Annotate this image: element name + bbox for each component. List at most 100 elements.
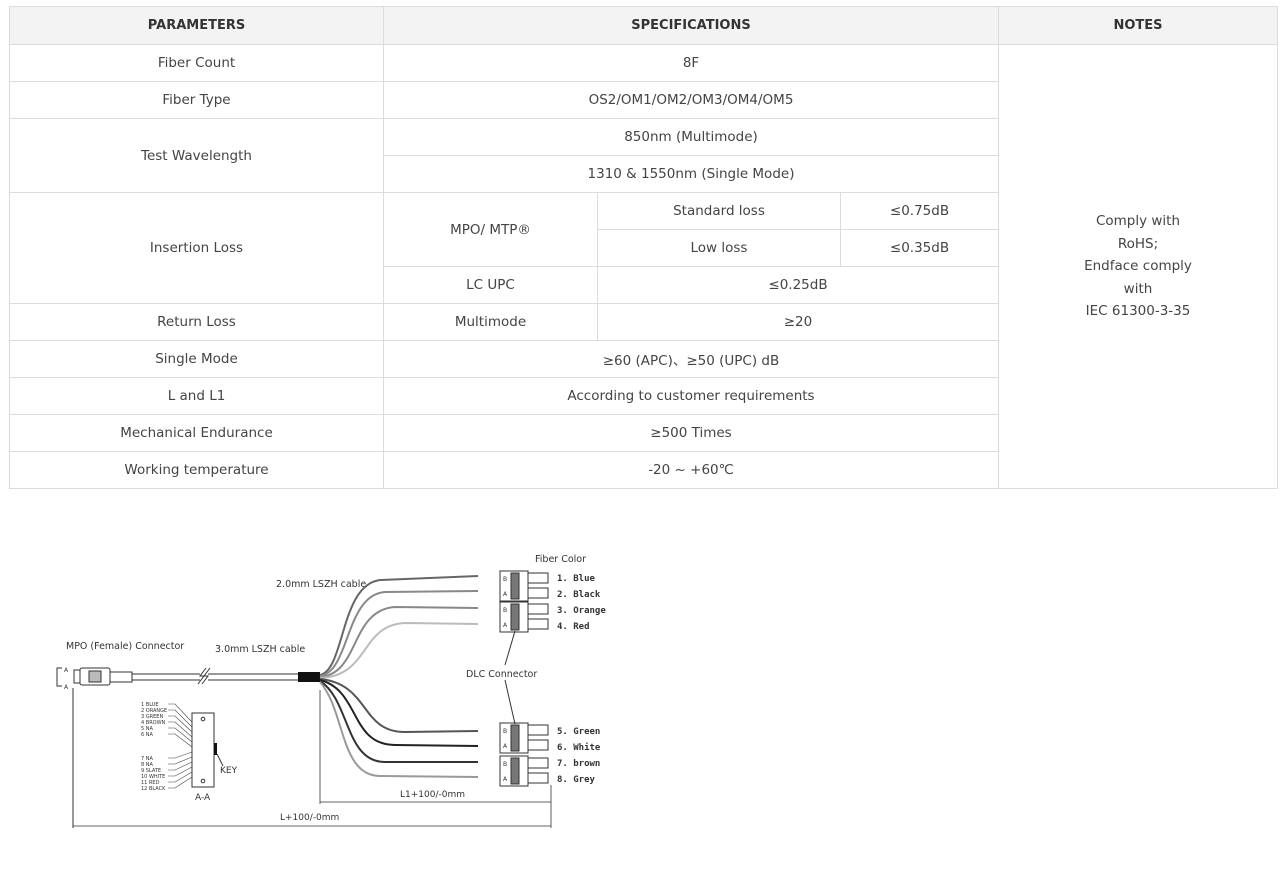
value-l-l1: According to customer requirements [383,377,999,415]
notes-cell: Comply with RoHS; Endface comply with IE… [998,44,1278,489]
param-fiber-count: Fiber Count [9,44,384,82]
table-row: L and L1 According to customer requireme… [9,377,1278,415]
dlc-connector-icon [499,601,549,633]
l1-dimension: L1+100/-0mm [400,790,465,800]
pinout-leader-line [168,721,193,738]
pinout-leader-line [168,766,193,777]
fiber-label: 7. brown [557,759,600,769]
param-single-mode: Single Mode [9,340,384,378]
table-row: Insertion Loss MPO/ MTP® Standard loss ≤… [9,192,1278,304]
note-line: IEC 61300-3-35 [1085,303,1191,320]
value-standard-loss: ≤0.75dB [840,192,999,230]
pinout-label: 9 SLATE [141,768,161,774]
port-b-label: B [503,761,507,768]
table-row: Low loss ≤0.35dB [10,229,1278,267]
pinout-leader-line [168,727,193,743]
table-row: Working temperature -20 ~ +60℃ [9,451,1278,489]
section-mark-bottom: A [64,684,69,691]
param-insertion-loss: Insertion Loss [9,192,384,304]
value-fiber-type: OS2/OM1/OM2/OM3/OM4/OM5 [383,81,999,119]
dlc-connector-icon [499,570,549,602]
pinout-leader-line [168,703,193,723]
pinout-leader-line [168,709,193,728]
pinout-leader-line [168,715,193,733]
value-wavelength-mm: 850nm (Multimode) [383,118,999,156]
fiber-label: 3. Orange [557,606,606,616]
cable-diagram: MPO (Female) Connector 3.0mm LSZH cable … [56,554,606,828]
dlc-connectors [499,570,549,787]
fiber-label: 4. Red [557,622,590,632]
pinout-label: 4 BROWN [141,720,166,726]
value-fiber-count: 8F [383,44,999,82]
param-test-wavelength: Test Wavelength [9,118,384,193]
cable-3mm-label: 3.0mm LSZH cable [215,644,305,655]
header-notes: NOTES [998,6,1278,45]
value-return-loss: ≥20 [597,303,999,341]
pinout-leader-line [168,751,193,759]
fiber-color-title: Fiber Color [535,554,586,565]
header-parameters: PARAMETERS [9,6,384,45]
value-working-temp: -20 ~ +60℃ [383,451,999,489]
pinout-label: 2 ORANGE [141,708,167,714]
fiber-label: 1. Blue [557,574,596,584]
table-row: Mechanical Endurance ≥500 Times [9,414,1278,452]
dlc-connector-label: DLC Connector [466,669,537,680]
mpo-connector-icon: A A [56,667,298,828]
dlc-connector-icon [499,755,549,787]
sub-low-loss: Low loss [597,229,841,267]
pinout-label: 10 WHITE [141,774,165,780]
port-labels: B A B A B A B A [503,576,508,783]
spec-table: PARAMETERS SPECIFICATIONS NOTES Fiber Co… [9,6,1278,489]
fiber-label: 5. Green [557,727,600,737]
fiber-label: 8. Grey [557,775,596,785]
port-a-label: A [503,591,508,598]
table-row: Fiber Count 8F Comply with RoHS; Endface… [9,44,1278,489]
sub-mpo-mtp: MPO/ MTP® [383,192,598,267]
sub-multimode: Multimode [383,303,598,341]
pinout-leader-line [168,761,193,771]
pinout-label: 5 NA [141,726,154,732]
header-row: PARAMETERS SPECIFICATIONS NOTES [9,6,1278,45]
pinout-label: 3 GREEN [141,714,163,720]
section-mark-top: A [64,667,69,674]
pinout-label: 11 RED [141,780,160,786]
table-row: Return Loss Multimode ≥20 [9,303,1278,341]
header-specifications: SPECIFICATIONS [383,6,999,45]
pinout-leader-line [168,776,193,789]
note-line: with [1123,280,1153,297]
breakout-boot [298,672,320,682]
port-b-label: B [503,607,507,614]
port-a-label: A [503,622,508,629]
pinout-label: 12 BLACK [141,786,166,792]
dlc-connector-icon [499,722,549,754]
note-line: RoHS; [1117,235,1159,252]
value-wavelength-sm: 1310 & 1550nm (Single Mode) [383,155,999,193]
sub-standard-loss: Standard loss [597,192,841,230]
param-mech-endurance: Mechanical Endurance [9,414,384,452]
value-low-loss: ≤0.35dB [840,229,999,267]
fanout-cables [319,575,479,778]
fiber-label: 6. White [557,742,601,753]
pinout-label: 7 NA [141,756,154,762]
port-a-label: A [503,743,508,750]
port-b-label: B [503,576,507,583]
param-return-loss: Return Loss [9,303,384,341]
param-working-temp: Working temperature [9,451,384,489]
l-dimension: L+100/-0mm [280,813,339,823]
pinout-label: 6 NA [141,732,154,738]
pinout-leader-line [168,771,193,783]
param-fiber-type: Fiber Type [9,81,384,119]
table-row: Fiber Type OS2/OM1/OM2/OM3/OM4/OM5 [9,81,1278,119]
port-b-label: B [503,728,507,735]
value-lc-upc: ≤0.25dB [597,266,999,304]
pinout-leader-line [168,756,193,765]
fiber-label: 2. Black [557,590,601,600]
note-line: Comply with [1095,213,1181,230]
value-mech-endurance: ≥500 Times [383,414,999,452]
table-row: LC UPC ≤0.25dB [10,266,1278,304]
mpo-connector-label: MPO (Female) Connector [66,641,184,652]
pinout-label: 8 NA [141,762,154,768]
sub-lc-upc: LC UPC [383,266,598,304]
mpo-face-icon [191,712,215,788]
